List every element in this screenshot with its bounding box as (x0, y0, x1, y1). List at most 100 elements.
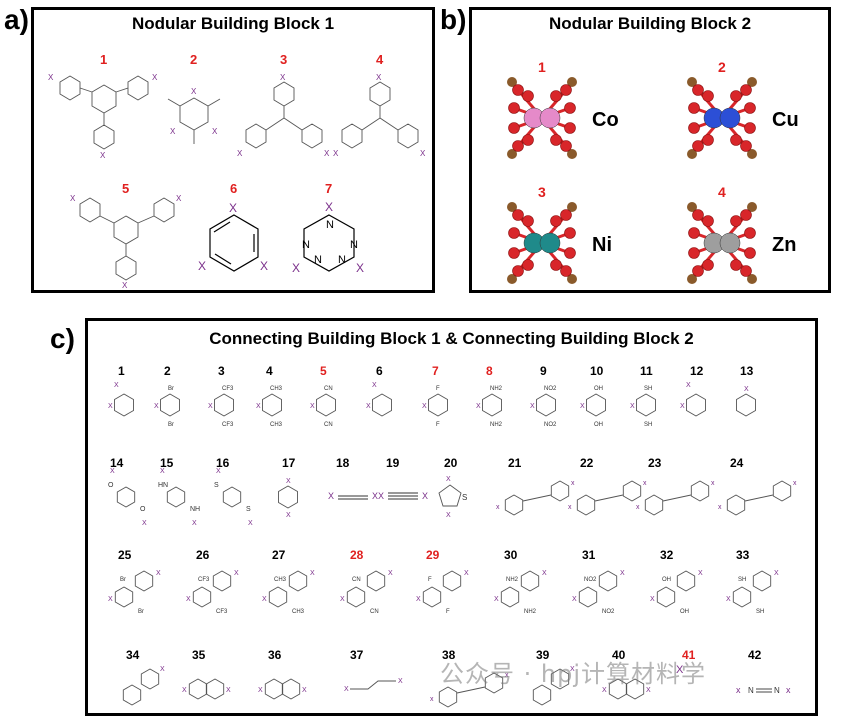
linker-label-34: 34 (126, 648, 140, 662)
svg-text:NO2: NO2 (544, 422, 557, 428)
panel-b-letter: b) (440, 4, 467, 35)
svg-text:X: X (192, 520, 197, 527)
panel-c-title: Connecting Building Block 1 & Connecting… (209, 329, 694, 348)
nbb1-label-5: 5 (122, 181, 129, 196)
svg-text:N: N (302, 239, 310, 251)
linker-label-40: 40 (612, 648, 626, 662)
svg-text:CF3: CF3 (198, 577, 210, 583)
svg-text:X: X (774, 570, 779, 577)
svg-text:F: F (436, 422, 440, 428)
svg-text:CN: CN (352, 577, 361, 583)
paddlewheel-cu (687, 77, 757, 159)
nbb1-label-7: 7 (325, 181, 332, 196)
svg-text:X: X (142, 520, 147, 527)
panel-a-title: Nodular Building Block 1 (131, 14, 335, 33)
svg-text:NO2: NO2 (602, 609, 615, 615)
metal-name-zn: Zn (772, 234, 796, 256)
nbb2-label-4: 4 (718, 184, 726, 200)
metal-name-cu: Cu (772, 109, 799, 131)
nbb1-label-6: 6 (230, 181, 237, 196)
linker-structure-13: X (736, 386, 756, 417)
svg-text:X: X (258, 687, 263, 694)
linker-label-42: 42 (748, 648, 762, 662)
linker-label-24: 24 (730, 456, 744, 470)
svg-text:X: X (70, 194, 76, 203)
linker-label-31: 31 (582, 548, 596, 562)
svg-text:X: X (248, 520, 253, 527)
svg-text:X: X (198, 259, 206, 273)
svg-text:N: N (350, 239, 358, 251)
svg-text:X: X (226, 687, 231, 694)
svg-text:X: X (378, 491, 384, 501)
linker-label-32: 32 (660, 548, 674, 562)
svg-text:SH: SH (644, 422, 652, 428)
svg-text:X: X (234, 570, 239, 577)
svg-text:X: X (698, 570, 703, 577)
svg-text:X: X (237, 149, 243, 158)
linker-label-27: 27 (272, 548, 286, 562)
svg-text:X: X (726, 596, 731, 603)
nbb1-label-4: 4 (376, 52, 384, 67)
svg-text:X: X (48, 73, 54, 82)
linker-label-10: 10 (590, 364, 604, 378)
svg-text:CF3: CF3 (222, 386, 234, 392)
linker-label-39: 39 (536, 648, 550, 662)
linker-label-38: 38 (442, 648, 456, 662)
linker-structure-22: xx (568, 480, 647, 516)
svg-text:X: X (262, 596, 267, 603)
linker-label-21: 21 (508, 456, 522, 470)
linker-label-25: 25 (118, 548, 132, 562)
linker-structure-34: X (122, 666, 165, 706)
svg-text:X: X (160, 468, 165, 475)
svg-text:X: X (325, 200, 333, 214)
panel-c-linkers: 1XX2XBrBr3XCF3CF34XCH3CH35XCNCN6XX7XFF8X… (108, 364, 797, 708)
linker-structure-38: xx (430, 672, 509, 708)
linker-label-36: 36 (268, 648, 282, 662)
svg-text:X: X (388, 570, 393, 577)
svg-text:X: X (191, 87, 197, 96)
svg-text:X: X (286, 478, 291, 485)
svg-text:X: X (572, 596, 577, 603)
watermark: 公众号 · hpj计算材料学 (440, 660, 706, 688)
svg-text:NH2: NH2 (490, 422, 503, 428)
linker-structure-7: XFF (422, 386, 448, 428)
svg-text:SH: SH (756, 609, 764, 615)
nbb2-label-1: 1 (538, 59, 546, 75)
svg-text:x: x (505, 672, 509, 679)
paddlewheel-ni (507, 202, 577, 284)
svg-text:X: X (286, 512, 291, 519)
svg-text:NH2: NH2 (490, 386, 503, 392)
linker-structure-39: X (532, 666, 575, 706)
svg-text:F: F (428, 577, 432, 583)
nbb2-label-2: 2 (718, 59, 726, 75)
svg-text:Br: Br (138, 609, 144, 615)
svg-text:X: X (422, 491, 428, 501)
linker-label-2: 2 (164, 364, 171, 378)
svg-text:X: X (446, 476, 451, 483)
linker-label-5: 5 (320, 364, 327, 378)
svg-text:X: X (416, 596, 421, 603)
panel-a-letter: a) (4, 4, 29, 35)
linker-label-29: 29 (426, 548, 440, 562)
svg-text:x: x (496, 504, 500, 511)
panel-c-letter: c) (50, 323, 75, 354)
svg-text:O: O (140, 506, 146, 513)
svg-text:X: X (372, 491, 378, 501)
panel-b-title: Nodular Building Block 2 (548, 14, 752, 33)
svg-text:X: X (620, 570, 625, 577)
svg-text:Br: Br (168, 386, 174, 392)
